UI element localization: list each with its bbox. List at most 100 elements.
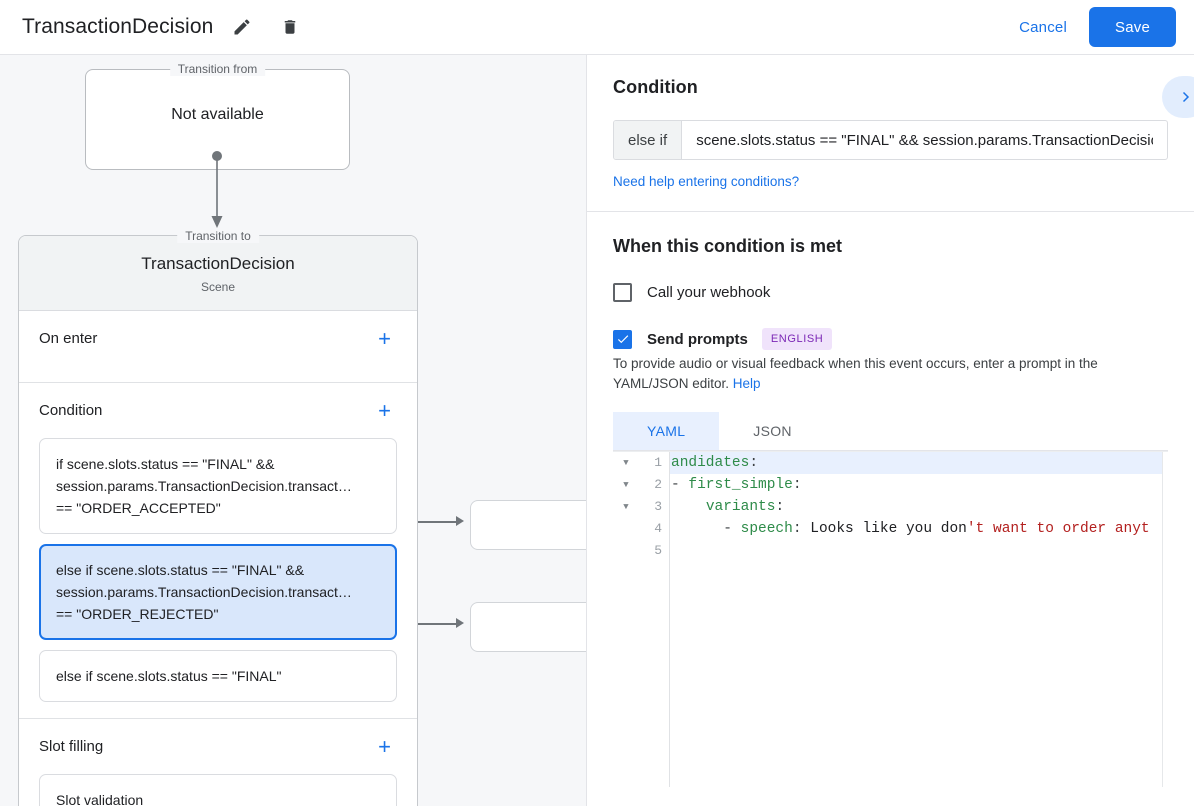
editor-gutter-line: 4 [613, 518, 669, 540]
flow-arrow [211, 151, 223, 228]
condition-heading: Condition [613, 77, 698, 97]
editor-line-number: 4 [654, 521, 662, 536]
editor-line-number: 1 [654, 455, 662, 470]
editor-gutter-line: ▼1 [613, 452, 669, 474]
code-token [671, 499, 706, 515]
add-icon[interactable]: + [378, 325, 391, 351]
code-token: Looks like you don [810, 521, 967, 537]
editor-code-line[interactable]: - speech: Looks like you don't want to o… [670, 518, 1162, 540]
condition-chip-line: == "ORDER_REJECTED" [56, 606, 219, 622]
scene-section-header: Condition + [39, 383, 397, 438]
scene-section: Condition + if scene.slots.status == "FINA… [19, 383, 417, 719]
editor-vertical-scrollbar[interactable] [1162, 452, 1168, 787]
fold-arrow-icon[interactable]: ▼ [623, 502, 629, 512]
editor-line-number: 5 [654, 543, 662, 558]
connector-arrowhead-rejected [456, 618, 464, 628]
target-stub-box-accepted[interactable] [470, 500, 586, 550]
editor-gutter-line: 5 [613, 540, 669, 562]
scene-sections: On enter + Condition + if scene.slots.status… [19, 311, 417, 806]
editor-code-line[interactable]: variants: [670, 496, 1162, 518]
details-panel: Condition else if Need help entering con… [586, 55, 1194, 806]
condition-chip-line: == "ORDER_ACCEPTED" [56, 500, 221, 516]
editor-gutter-line: ▼2 [613, 474, 669, 496]
condition-prefix-label: else if [614, 121, 683, 159]
tab-json[interactable]: JSON [753, 423, 792, 439]
editor-format-tabs: YAML JSON [613, 412, 1168, 451]
chevron-right-icon[interactable] [1162, 76, 1194, 118]
editor-line-number: 3 [654, 499, 662, 514]
pencil-icon[interactable] [225, 10, 259, 44]
language-badge: ENGLISH [761, 328, 833, 350]
editor-gutter-line: ▼3 [613, 496, 669, 518]
prompts-hint-text: To provide audio or visual feedback when… [613, 356, 1098, 391]
scene-section-title: Condition [39, 402, 103, 419]
code-token: 't want to order anyt [966, 521, 1150, 537]
page-title: TransactionDecision [22, 15, 214, 38]
condition-help-link[interactable]: Need help entering conditions? [613, 174, 800, 189]
scene-section-header: Slot filling + [39, 719, 397, 774]
send-prompts-checkbox[interactable] [613, 329, 632, 349]
connector-arrowhead-accepted [456, 516, 464, 526]
editor-code-line[interactable]: - first_simple: [670, 474, 1162, 496]
condition-chip-line: Slot validation [56, 792, 144, 806]
tab-yaml[interactable]: YAML [613, 412, 720, 450]
top-bar: TransactionDecision Cancel Save [0, 0, 1194, 55]
add-icon[interactable]: + [378, 733, 391, 759]
when-met-heading: When this condition is met [613, 236, 842, 256]
editor-line-number: 2 [654, 477, 662, 492]
code-token: andidates [671, 455, 750, 471]
scene-section: Slot filling + Slot validation [19, 719, 417, 806]
add-icon[interactable]: + [378, 397, 391, 423]
transition-to-card: TransactionDecision Scene On enter+Condi… [18, 235, 418, 806]
prompts-help-link[interactable]: Help [732, 376, 761, 391]
code-token: : [792, 477, 802, 493]
prompts-hint: To provide audio or visual feedback when… [613, 354, 1168, 394]
code-token: speech [740, 521, 793, 537]
fold-arrow-icon[interactable]: ▼ [623, 458, 629, 468]
cancel-button[interactable]: Cancel [1007, 11, 1079, 44]
transition-from-legend: Transition from [169, 62, 266, 76]
save-button[interactable]: Save [1089, 7, 1176, 47]
send-prompts-row[interactable]: Send prompts ENGLISH [613, 328, 1168, 350]
condition-chip-line: else if scene.slots.status == "FINAL" [56, 668, 282, 684]
code-token: first_simple [688, 477, 793, 493]
code-token: variants [705, 499, 776, 515]
trash-icon[interactable] [273, 10, 307, 44]
scene-section-title: On enter [39, 330, 98, 347]
code-token: : [792, 521, 811, 537]
condition-chip-line: else if scene.slots.status == "FINAL" && [56, 562, 305, 578]
editor-code-line[interactable]: andidates: [670, 452, 1162, 474]
condition-expression-input[interactable] [682, 121, 1167, 159]
condition-chip[interactable]: Slot validation [39, 774, 397, 806]
condition-chip-line: if scene.slots.status == "FINAL" && [56, 456, 275, 472]
condition-chip[interactable]: else if scene.slots.status == "FINAL" [39, 650, 397, 702]
transition-from-value: Not available [171, 106, 264, 123]
send-prompts-label: Send prompts [647, 330, 748, 348]
editor-code-line[interactable] [670, 540, 1162, 562]
condition-chip[interactable]: else if scene.slots.status == "FINAL" &&… [39, 544, 397, 640]
when-condition-met-section: When this condition is met Call your web… [587, 212, 1194, 787]
code-token: - [671, 477, 689, 493]
connector-line-accepted [398, 521, 456, 523]
condition-section: Condition else if Need help entering con… [587, 55, 1194, 212]
webhook-row[interactable]: Call your webhook [613, 283, 1168, 302]
code-token: - [671, 521, 741, 537]
editor-code-area[interactable]: andidates:- first_simple: variants: - sp… [670, 452, 1162, 787]
code-token: : [775, 499, 785, 515]
connector-line-rejected [398, 623, 456, 625]
scene-section-title: Slot filling [39, 738, 104, 755]
call-webhook-checkbox[interactable] [613, 283, 632, 302]
condition-chip[interactable]: if scene.slots.status == "FINAL" &&sessi… [39, 438, 397, 534]
fold-arrow-icon[interactable]: ▼ [623, 480, 629, 490]
transition-to-header: TransactionDecision Scene [19, 236, 417, 311]
transition-to-name: TransactionDecision [141, 254, 295, 273]
flow-canvas[interactable]: Transition from Not available Transactio… [0, 55, 586, 806]
transition-to-subtitle: Scene [200, 280, 236, 294]
scene-section: On enter + [19, 311, 417, 383]
condition-chip-line: session.params.TransactionDecision.trans… [56, 584, 352, 600]
condition-input-row[interactable]: else if [613, 120, 1168, 160]
target-stub-box-rejected[interactable] [470, 602, 586, 652]
